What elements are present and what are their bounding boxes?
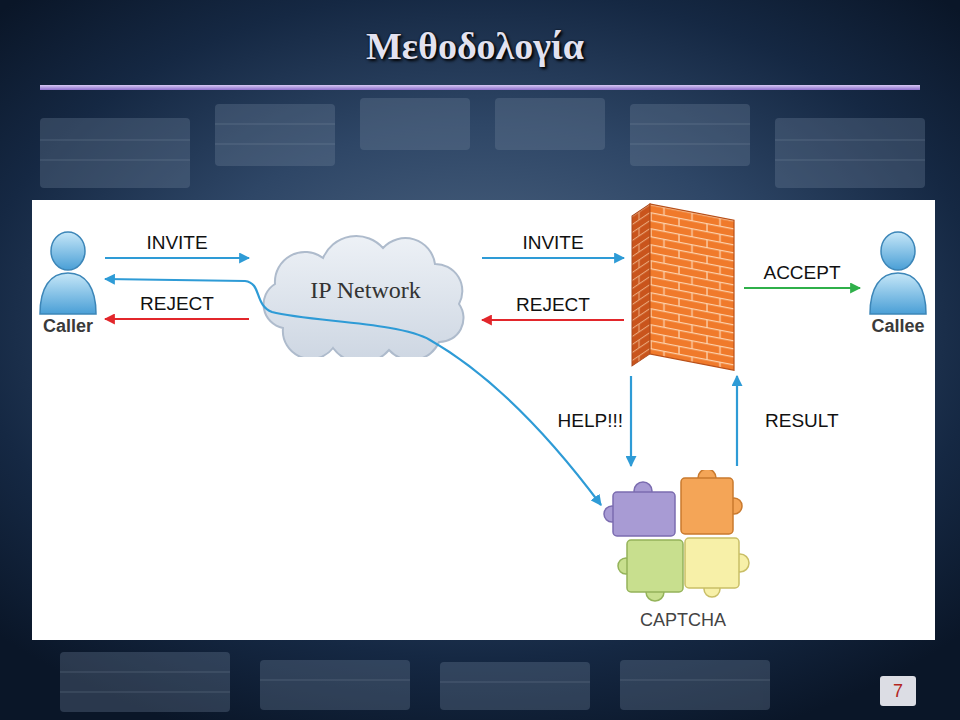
ip-network-cloud: IP Network — [253, 232, 478, 357]
edge-label: INVITE — [522, 232, 583, 254]
edge-label-box: INVITE — [522, 232, 583, 254]
captcha-puzzle: CAPTCHA — [603, 470, 763, 632]
title-box: Μεθοδολογία — [0, 24, 950, 68]
connector-arrow — [482, 319, 624, 321]
edge-label-box: REJECT — [140, 293, 214, 315]
edge-label: REJECT — [140, 293, 214, 315]
person-icon — [865, 228, 931, 316]
edge-label-box: REJECT — [516, 294, 590, 316]
connector-arrow — [736, 376, 738, 466]
page-number-box: 7 — [880, 676, 916, 706]
edge-label-box: INVITE — [146, 232, 207, 254]
node-label: IP Network — [310, 276, 420, 305]
edge-label: RESULT — [765, 410, 839, 432]
firewall-wall — [628, 200, 740, 372]
puzzle-pieces — [603, 470, 763, 610]
person-icon — [35, 228, 101, 316]
diagram-panel: Caller IP Network Callee — [32, 200, 935, 640]
node-label: Caller — [43, 316, 93, 338]
connector-arrow — [744, 287, 860, 289]
connector-arrow — [105, 257, 249, 259]
edge-label: ACCEPT — [763, 262, 840, 284]
page-number: 7 — [880, 676, 916, 706]
node-label: CAPTCHA — [640, 610, 726, 632]
edge-label-box: RESULT — [765, 410, 839, 432]
connector-arrow — [482, 257, 624, 259]
node-label: Callee — [871, 316, 924, 338]
caller-person: Caller — [35, 228, 101, 338]
edge-label: HELP!!! — [558, 410, 623, 432]
connector-arrow — [630, 376, 632, 466]
callee-person: Callee — [864, 228, 932, 338]
edge-label-box: HELP!!! — [558, 410, 623, 432]
edge-label: REJECT — [516, 294, 590, 316]
connector-arrow — [105, 318, 249, 320]
slide-title: Μεθοδολογία — [366, 24, 584, 68]
edge-label: INVITE — [146, 232, 207, 254]
edge-label-box: ACCEPT — [763, 262, 840, 284]
firewall — [628, 200, 740, 372]
